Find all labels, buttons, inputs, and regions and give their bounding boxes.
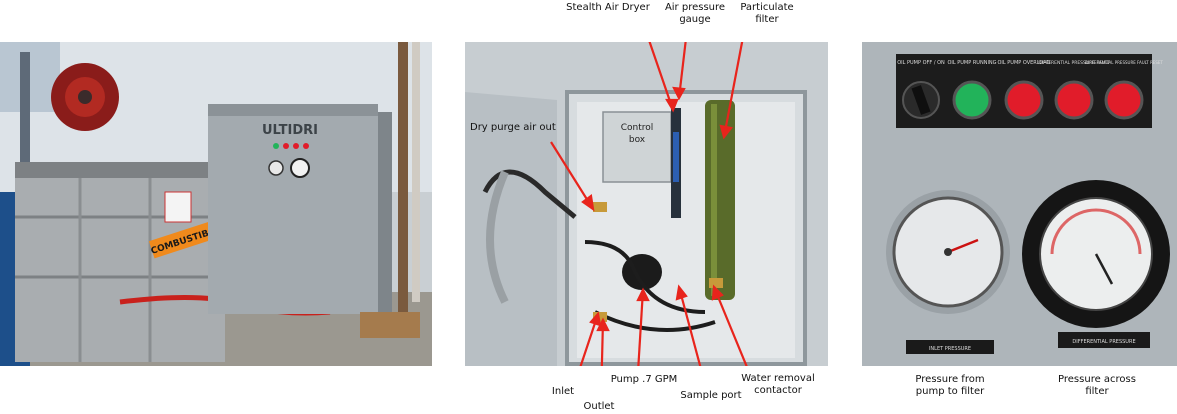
strip-label-4: DIFFERENTIAL PRESSURE FAULT xyxy=(1038,60,1110,66)
label-stealth-air-dryer: Stealth Air Dryer xyxy=(566,2,650,13)
oil-pump-overload-light xyxy=(1004,80,1044,120)
cabinet-interior-image: Control box xyxy=(465,42,828,366)
photo-unit-overview: COMBUSTIBLE ULTIDRI xyxy=(0,42,432,366)
cabinet-door xyxy=(465,92,557,366)
strip-label-1: OIL PUMP OFF / ON xyxy=(897,60,945,66)
differential-pressure-gauge xyxy=(1022,180,1170,328)
strip-label-5: DIFFERENTIAL PRESSURE FAULT RESET xyxy=(1085,60,1163,65)
control-box-text: Control xyxy=(621,123,654,133)
label-particulate-filter: Particulate filter xyxy=(732,2,802,26)
label-dry-purge-air-out: Dry purge air out xyxy=(470,122,556,133)
oil-pump-running-light xyxy=(952,80,992,120)
inlet-pressure-plate-text: INLET PRESSURE xyxy=(929,346,971,352)
label-water-removal-contactor: Water removal contactor xyxy=(734,373,822,397)
caption-pressure-across-filter: Pressure across filter xyxy=(1058,374,1136,397)
differential-pressure-plate xyxy=(1058,332,1150,348)
differential-pressure-fault-light xyxy=(1054,80,1094,120)
label-pump: Pump .7 GPM xyxy=(610,374,678,385)
photo-cabinet-interior: Control box xyxy=(465,42,828,366)
inlet-pressure-plate xyxy=(906,340,994,354)
cabinet-unit: ULTIDRI xyxy=(208,104,392,314)
svg-text:box: box xyxy=(629,135,646,145)
cabinet-brand: ULTIDRI xyxy=(262,123,318,138)
differential-pressure-plate-text: DIFFERENTIAL PRESSURE xyxy=(1072,339,1135,345)
label-air-pressure-gauge: Air pressure gauge xyxy=(660,2,730,26)
callout-arrows xyxy=(550,42,748,366)
label-sample-port: Sample port xyxy=(680,390,742,401)
label-water-removal-contactor-text: Water removal contactor xyxy=(741,373,815,396)
label-outlet: Outlet xyxy=(583,401,615,412)
unit-overview-image: COMBUSTIBLE ULTIDRI xyxy=(0,42,432,366)
panel-closeup-image: OIL PUMP OFF / ON OIL PUMP RUNNING OIL P… xyxy=(862,42,1177,366)
tank: COMBUSTIBLE xyxy=(15,162,225,362)
label-air-pressure-gauge-text: Air pressure gauge xyxy=(664,2,726,25)
label-inlet: Inlet xyxy=(551,386,575,397)
photo-panel-closeup: OIL PUMP OFF / ON OIL PUMP RUNNING OIL P… xyxy=(862,42,1177,366)
inlet-pressure-gauge xyxy=(886,190,1010,314)
strip-label-3: OIL PUMP OVERLOAD xyxy=(997,60,1050,66)
label-particulate-filter-text: Particulate filter xyxy=(740,2,794,25)
strip-label-2: OIL PUMP RUNNING xyxy=(947,60,996,66)
differential-pressure-fault-reset-button[interactable] xyxy=(1104,80,1144,120)
caption-pressure-pump-to-filter: Pressure from pump to filter xyxy=(915,374,985,397)
